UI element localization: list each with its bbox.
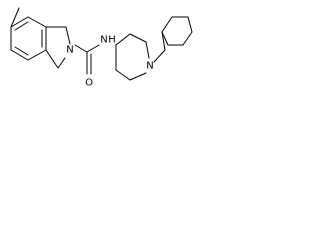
bond [10, 49, 29, 61]
bond [153, 49, 166, 63]
bond [10, 16, 29, 28]
atom-h-amide: H [108, 35, 116, 46]
bond [65, 26, 71, 45]
bond [129, 33, 147, 43]
indoline-benzene-ring [10, 16, 47, 61]
cyclohexylmethyl [153, 16, 193, 63]
bond [161, 16, 173, 33]
bond [27, 16, 47, 28]
bond [86, 44, 100, 53]
atom-o-carbonyl: O [85, 78, 93, 89]
bond [182, 31, 193, 46]
bond [74, 44, 88, 53]
bond [57, 57, 66, 69]
bond [27, 49, 47, 61]
atom-n-amide: N [100, 35, 107, 46]
methyl-bond [10, 7, 20, 28]
bond [145, 41, 150, 59]
bond [115, 33, 131, 46]
bond [45, 49, 59, 69]
urea-linker [74, 44, 100, 75]
piperidine-ring [115, 33, 150, 81]
bond [161, 31, 169, 46]
bond [161, 31, 166, 51]
bond [129, 72, 147, 81]
double-bond-inner [14, 46, 29, 56]
bond [187, 16, 193, 33]
atom-n-piperidine: N [146, 61, 153, 72]
bond [115, 69, 131, 81]
indoline-five-ring [45, 26, 71, 69]
double-bond-inner [14, 21, 29, 31]
molecule-structure: N N H O N [10, 7, 193, 89]
atom-n-indoline: N [66, 45, 73, 56]
